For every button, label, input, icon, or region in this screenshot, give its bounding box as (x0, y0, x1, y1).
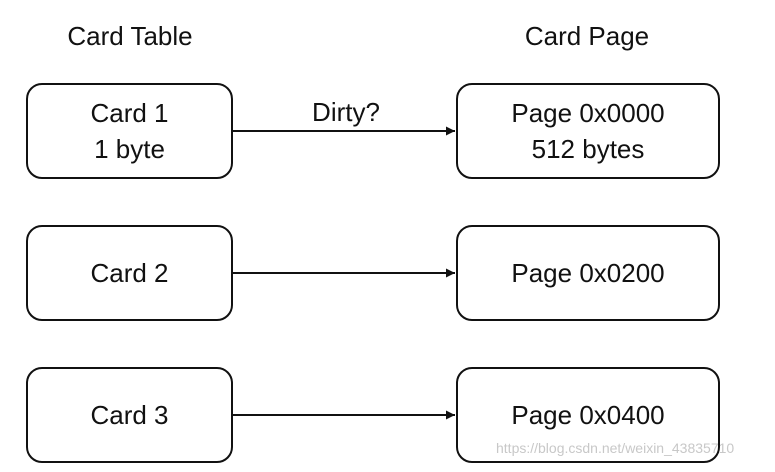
page-0x0200-name: Page 0x0200 (511, 258, 665, 288)
card-1-name: Card 1 (90, 98, 169, 128)
page-0x0400-box: Page 0x0400 (456, 367, 720, 463)
page-0x0000-name: Page 0x0000 (511, 98, 665, 128)
card-page-header: Card Page (524, 21, 650, 51)
card-table-header: Card Table (67, 21, 193, 51)
card-3-name: Card 3 (90, 400, 169, 430)
card-2-name: Card 2 (90, 258, 169, 288)
dirty-edge-label: Dirty? (312, 97, 380, 127)
watermark-text: https://blog.csdn.net/weixin_43835710 (496, 440, 735, 456)
card-3-box: Card 3 (26, 367, 233, 463)
page-0x0000-box: Page 0x0000 512 bytes (456, 83, 720, 179)
page-0x0000-size: 512 bytes (531, 134, 645, 164)
page-0x0200-box: Page 0x0200 (456, 225, 720, 321)
card-1-size: 1 byte (94, 134, 165, 164)
card-1-box: Card 1 1 byte (26, 83, 233, 179)
card-2-box: Card 2 (26, 225, 233, 321)
page-0x0400-name: Page 0x0400 (511, 400, 665, 430)
